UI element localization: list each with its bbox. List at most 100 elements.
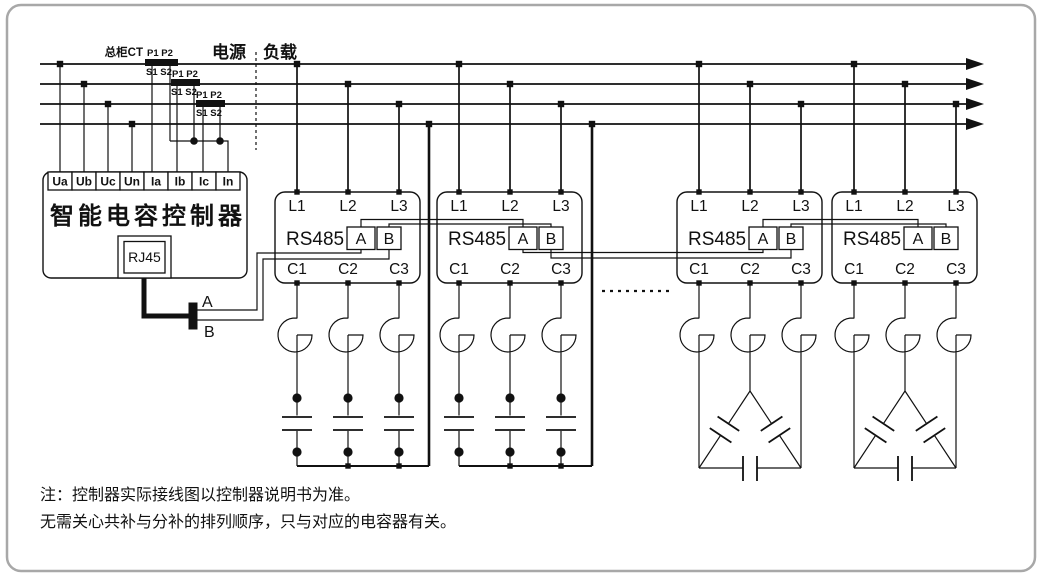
rs485-b-terminal: B — [546, 231, 557, 248]
trunk-cable — [141, 278, 190, 319]
splice-connector-icon — [188, 302, 198, 330]
rs485-label: RS485 — [688, 229, 746, 250]
arrow-right-icon — [966, 78, 984, 90]
ct-phase-a: 总柜CT P1 P2 S1 S2 — [105, 45, 178, 172]
controller-terminal-strip: Ua Ub Uc Un Ia Ib Ic In — [47, 171, 241, 191]
ct-phase-c: P1 P2 S1 S2 — [196, 90, 225, 172]
rs485-label: RS485 — [448, 229, 506, 250]
input-label: L1 — [690, 198, 707, 215]
capacitor-module-2: L1 L2 L3 RS485 A B C1 C2 C3 — [436, 189, 583, 286]
input-label: L2 — [896, 198, 913, 215]
capacitor-icon — [545, 392, 577, 467]
terminal-label: Ub — [76, 175, 92, 189]
output-label: C3 — [791, 261, 811, 278]
source-load-separator: 电源 负载 — [212, 42, 297, 150]
controller-title: 智能电容控制器 — [50, 202, 246, 230]
capacitor-bank-2 — [439, 120, 596, 469]
output-label: C1 — [449, 261, 469, 278]
rs485-daisy-chain — [360, 218, 947, 259]
switch-icon — [781, 317, 817, 353]
module-drop-wires — [293, 60, 960, 192]
output-label: C2 — [895, 261, 915, 278]
input-label: L1 — [288, 198, 305, 215]
controller: Ua Ub Uc Un Ia Ib Ic In 智能电容控制器 RJ45 — [42, 171, 248, 279]
link-b-m3-m4 — [790, 223, 947, 227]
switch-icon — [541, 317, 577, 353]
load-label: 负载 — [263, 42, 297, 62]
input-label: L2 — [339, 198, 356, 215]
ct-primary-label: P1 P2 — [172, 69, 198, 80]
output-label: C2 — [740, 261, 760, 278]
rs485-a-terminal: A — [356, 231, 367, 248]
switch-icon — [490, 317, 526, 353]
switch-icon — [328, 317, 364, 353]
capacitor-module-1: L1 L2 L3 RS485 A B C1 C2 C3 — [274, 189, 421, 286]
output-label: C1 — [689, 261, 709, 278]
switch-icon — [379, 317, 415, 353]
junction-dot — [56, 60, 64, 68]
input-label: L2 — [501, 198, 518, 215]
ct-bar-icon — [145, 59, 178, 66]
terminal-label: In — [223, 175, 234, 189]
rs485-a-terminal: A — [758, 231, 769, 248]
terminal-label: Uc — [100, 175, 116, 189]
note-line-1: 注：控制器实际接线图以控制器说明书为准。 — [40, 486, 360, 504]
rs485-label: RS485 — [286, 229, 344, 250]
capacitor-icon — [383, 392, 415, 467]
output-label: C1 — [844, 261, 864, 278]
input-label: L2 — [741, 198, 758, 215]
ct-common-return — [170, 137, 229, 172]
delta-capacitor-icon — [853, 390, 957, 481]
capacitor-bank-1 — [277, 120, 433, 469]
bus-a-label: A — [202, 294, 213, 311]
rs485-b-terminal: B — [384, 231, 395, 248]
output-label: C3 — [389, 261, 409, 278]
terminal-label: Ua — [52, 175, 68, 189]
terminal-label: Ic — [199, 175, 209, 189]
junction-dot — [190, 137, 198, 145]
link-a-m3-m4 — [762, 218, 919, 227]
note-line-2: 无需关心共补与分补的排列顺序，只与对应的电容器有关。 — [40, 512, 456, 531]
footnote: 注：控制器实际接线图以控制器说明书为准。 无需关心共补与分补的排列顺序，只与对应… — [40, 486, 456, 531]
ct-secondary-label: S1 S2 — [171, 87, 197, 98]
ct-bar-icon — [196, 100, 225, 107]
output-label: C3 — [551, 261, 571, 278]
switch-icon — [679, 317, 715, 353]
input-label: L1 — [845, 198, 862, 215]
junction-dot — [216, 137, 224, 145]
input-label: L1 — [450, 198, 467, 215]
junction-dot — [104, 100, 112, 108]
switch-icon — [730, 317, 766, 353]
terminal-label: Ia — [151, 175, 161, 189]
input-label: L3 — [390, 198, 407, 215]
output-label: C2 — [338, 261, 358, 278]
ct-phase-b: P1 P2 S1 S2 — [171, 69, 200, 172]
input-label: L3 — [792, 198, 809, 215]
output-label: C3 — [946, 261, 966, 278]
switch-icon — [936, 317, 972, 353]
capacitor-bank-3 — [679, 283, 817, 481]
output-label: C1 — [287, 261, 307, 278]
arrow-right-icon — [966, 118, 984, 130]
voltage-tap-wires — [56, 60, 136, 172]
ct-primary-label: P1 P2 — [196, 90, 222, 101]
rj45-label: RJ45 — [128, 249, 161, 265]
ct-secondary-label: S1 S2 — [196, 108, 222, 119]
ct-secondary-label: S1 S2 — [146, 67, 172, 78]
input-label: L3 — [552, 198, 569, 215]
arrow-right-icon — [966, 98, 984, 110]
rs485-a-terminal: A — [913, 231, 924, 248]
power-label: 电源 — [212, 42, 246, 62]
link-b-m2-m3 — [550, 249, 792, 259]
rs485-trunk: A B — [141, 249, 390, 341]
input-label: L3 — [947, 198, 964, 215]
switch-icon — [885, 317, 921, 353]
bus-b-label: B — [204, 324, 215, 341]
switch-icon — [277, 317, 313, 353]
capacitor-icon — [443, 392, 475, 467]
ct-bar-icon — [171, 79, 200, 86]
output-label: C2 — [500, 261, 520, 278]
bus-b-wire — [197, 249, 390, 321]
ct-primary-label: P1 P2 — [147, 48, 173, 59]
